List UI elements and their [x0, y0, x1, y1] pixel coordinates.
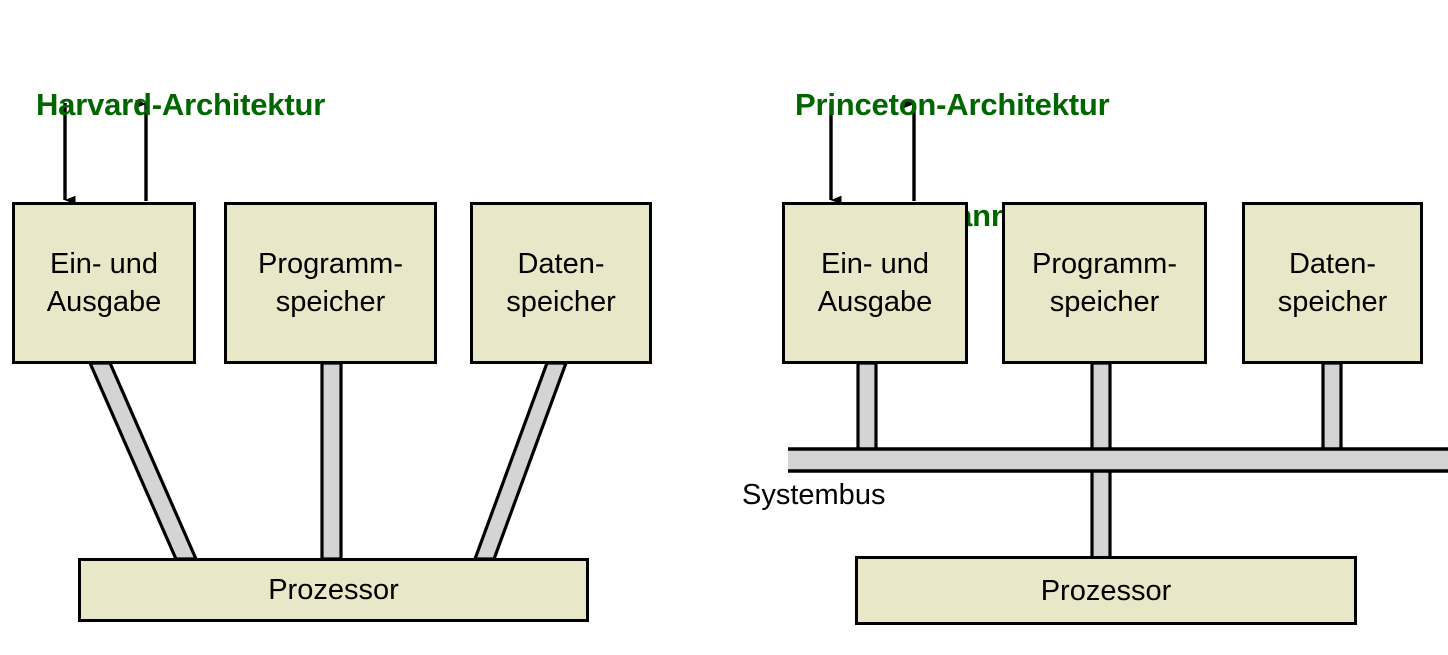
right-data-memory-label-line-1: Daten- — [1288, 248, 1377, 280]
right-data-memory-label-line-2: speicher — [1277, 286, 1388, 318]
left-io-label-line-2: Ausgabe — [46, 286, 162, 318]
left-io-label-line-1: Ein- und — [49, 248, 158, 280]
harvard-title: Harvard-Architektur — [36, 12, 325, 197]
left-program-memory-label-line-1: Programm- — [257, 248, 403, 280]
right-bus-to-processor-band — [1090, 467, 1112, 560]
left-connectors — [87, 361, 569, 561]
right-io-box: Ein- und Ausgabe — [782, 202, 968, 364]
right-program-memory-label-line-2: speicher — [1049, 286, 1160, 318]
right-program-memory-label-line-1: Programm- — [1031, 248, 1177, 280]
left-processor-box: Prozessor — [78, 558, 589, 622]
right-io-to-bus-band — [856, 361, 878, 453]
right-data-memory-box: Daten- speicher — [1242, 202, 1423, 364]
right-data-to-bus-band — [1321, 361, 1343, 453]
right-program-to-bus-band — [1090, 361, 1112, 453]
right-program-memory-box: Programm- speicher — [1002, 202, 1207, 364]
right-processor-box: Prozessor — [855, 556, 1357, 625]
left-data-memory-label-line-2: speicher — [506, 286, 616, 318]
left-data-to-processor-band — [472, 361, 569, 561]
right-io-label-line-2: Ausgabe — [817, 286, 933, 318]
harvard-title-line-1: Harvard-Architektur — [36, 87, 326, 122]
left-io-box: Ein- und Ausgabe — [12, 202, 196, 364]
left-data-memory-label-line-1: Daten- — [517, 248, 605, 280]
princeton-title-line-1: Princeton-Architektur — [795, 87, 1110, 122]
system-bus-fill — [788, 449, 1448, 471]
right-arrows — [829, 99, 916, 205]
right-processor-label: Prozessor — [1040, 574, 1172, 607]
left-data-memory-box: Daten- speicher — [470, 202, 652, 364]
system-bus-bar — [788, 447, 1448, 473]
left-processor-label: Prozessor — [268, 574, 399, 606]
left-arrows — [63, 99, 148, 205]
left-program-memory-box: Programm- speicher — [224, 202, 437, 364]
left-program-to-processor-band — [320, 361, 343, 561]
left-io-to-processor-band — [87, 361, 199, 561]
system-bus-label: Systembus — [742, 479, 886, 511]
right-io-label-line-1: Ein- und — [820, 248, 929, 280]
left-program-memory-label-line-2: speicher — [275, 286, 386, 318]
